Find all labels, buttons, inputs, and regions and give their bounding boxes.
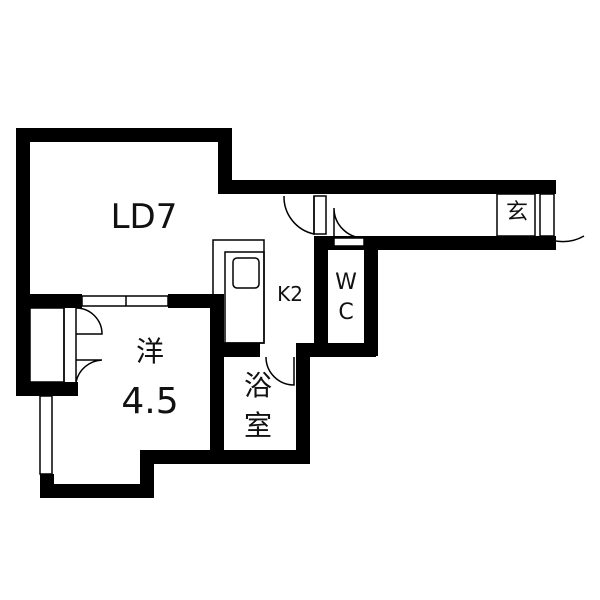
room-label-kitchen: K2 xyxy=(277,282,303,306)
room-label-western-line1: 洋 xyxy=(135,335,164,368)
fixtures xyxy=(17,167,585,497)
room-label-western-line2: 4.5 xyxy=(121,381,179,422)
room-label-bath-line1: 浴 xyxy=(243,369,272,402)
room-label-bath-line2: 室 xyxy=(243,409,272,442)
room-label-wc-line1: W xyxy=(335,270,357,295)
room-label-wc-line2: C xyxy=(338,300,354,325)
room-label-ld: LD7 xyxy=(110,197,178,237)
room-label-entrance: 玄 xyxy=(505,200,528,225)
walls xyxy=(16,128,556,498)
